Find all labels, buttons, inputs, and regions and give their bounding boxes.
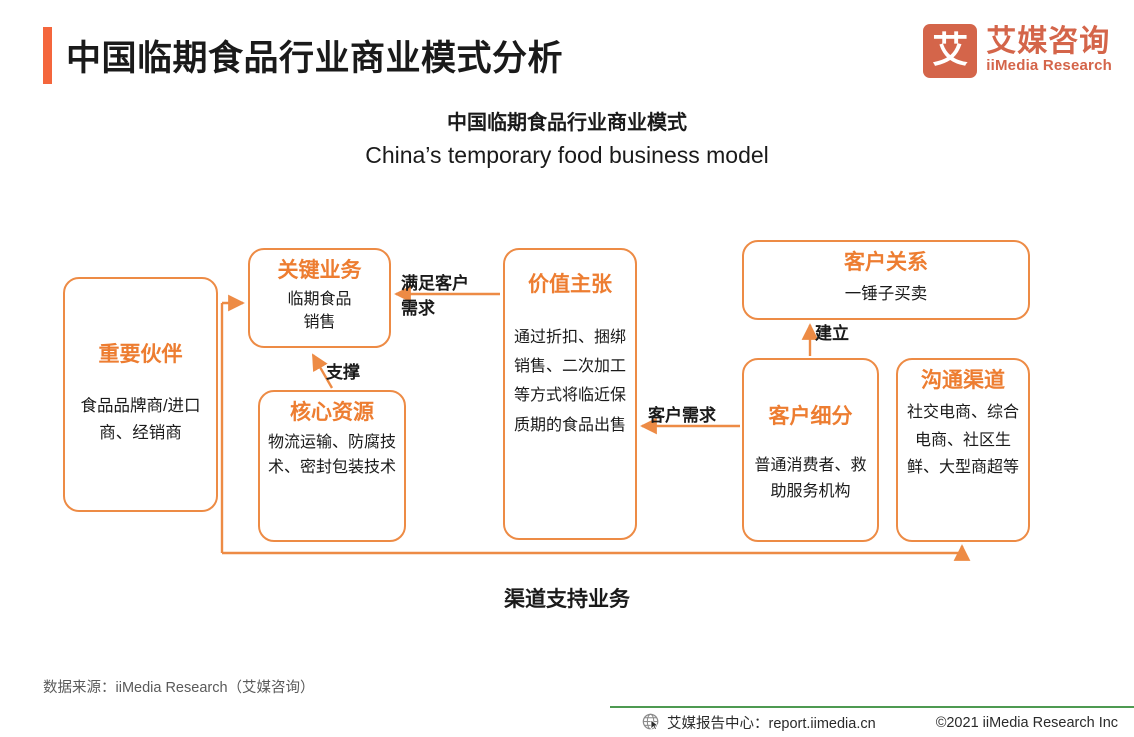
- node-body: 食品品牌商/进口商、经销商: [80, 397, 201, 443]
- data-source-note: 数据来源：iiMedia Research（艾媒咨询）: [43, 680, 315, 696]
- node-body: 通过折扣、捆绑销售、二次加工等方式将临近保质期的食品出售: [513, 329, 626, 434]
- node-title: 核心资源: [290, 401, 374, 424]
- node-value-proposition[interactable]: 价值主张 通过折扣、捆绑销售、二次加工等方式将临近保质期的食品出售: [503, 248, 637, 540]
- edge-label-customer-demand: 客户需求: [648, 406, 716, 425]
- edge-label-support: 支撑: [326, 363, 360, 382]
- subtitle-en: China’s temporary food business model: [365, 142, 769, 168]
- node-body: 临期食品 销售: [287, 291, 352, 331]
- node-communication-channels[interactable]: 沟通渠道 社交电商、综合电商、社区生鲜、大型商超等: [896, 358, 1030, 542]
- node-body: 普通消费者、救助服务机构: [754, 456, 867, 500]
- title-accent-bar: [43, 27, 52, 84]
- node-title: 客户关系: [844, 251, 928, 274]
- node-body: 社交电商、综合电商、社区生鲜、大型商超等: [906, 404, 1019, 477]
- edge-label-channel-support: 渠道支持业务: [504, 588, 630, 611]
- edge-label-build: 建立: [815, 324, 849, 343]
- brand-logo: 艾 艾媒咨询 iiMedia Research: [923, 24, 1112, 78]
- logo-mark-icon: 艾: [923, 24, 978, 78]
- node-title: 沟通渠道: [921, 369, 1005, 392]
- edge-label-satisfy-demand: 满足客户 需求: [401, 274, 469, 318]
- node-core-resources[interactable]: 核心资源 物流运输、防腐技术、密封包装技术: [258, 390, 406, 542]
- node-body: 物流运输、防腐技术、密封包装技术: [267, 434, 396, 476]
- footer-bar: 艾媒报告中心：report.iimedia.cn ©2021 iiMedia R…: [610, 706, 1134, 737]
- node-title: 客户细分: [768, 404, 853, 428]
- logo-name-en: iiMedia Research: [986, 57, 1112, 75]
- logo-name-cn: 艾媒咨询: [986, 24, 1111, 58]
- node-key-activities[interactable]: 关键业务 临期食品 销售: [248, 248, 391, 348]
- node-title: 重要伙伴: [98, 343, 183, 367]
- node-title: 关键业务: [277, 259, 362, 282]
- node-customer-segments[interactable]: 客户细分 普通消费者、救助服务机构: [742, 358, 879, 542]
- globe-icon: [642, 713, 661, 732]
- chart-subtitle: 中国临期食品行业商业模式 China’s temporary food busi…: [0, 108, 1134, 173]
- node-body: 一锤子买卖: [844, 285, 928, 304]
- report-center-link[interactable]: 艾媒报告中心：report.iimedia.cn: [667, 716, 876, 732]
- node-important-partners[interactable]: 重要伙伴 食品品牌商/进口商、经销商: [63, 277, 218, 512]
- logo-text: 艾媒咨询 iiMedia Research: [986, 26, 1112, 76]
- page-title: 中国临期食品行业商业模式分析: [66, 39, 564, 78]
- node-title: 价值主张: [528, 273, 612, 296]
- copyright-text: ©2021 iiMedia Research Inc: [935, 714, 1119, 731]
- node-customer-relations[interactable]: 客户关系 一锤子买卖: [742, 240, 1030, 320]
- subtitle-cn: 中国临期食品行业商业模式: [447, 112, 687, 134]
